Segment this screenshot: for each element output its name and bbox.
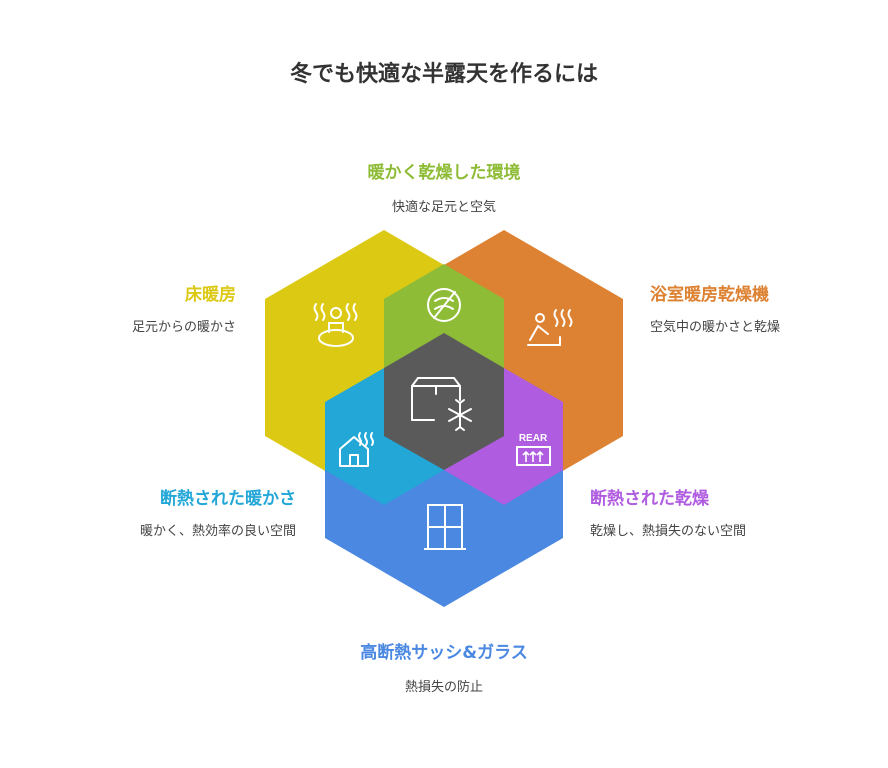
label-right: 浴室暖房乾燥機 bbox=[650, 285, 769, 305]
label-bottom: 高断熱サッシ&ガラス bbox=[360, 643, 528, 663]
label-lower-left: 断熱された暖かさ bbox=[160, 489, 296, 509]
heated-house-icon bbox=[339, 432, 374, 467]
label-lower-right: 断熱された乾燥 bbox=[590, 489, 709, 509]
label-top: 暖かく乾燥した環境 bbox=[367, 163, 521, 183]
diagram-title: 冬でも快適な半露天を作るには bbox=[289, 62, 598, 87]
box-snowflake-icon bbox=[411, 377, 472, 431]
no-moisture-icon bbox=[427, 288, 461, 322]
bath-warm-icon bbox=[527, 309, 573, 346]
hex-center bbox=[384, 333, 504, 470]
label-left: 床暖房 bbox=[185, 285, 236, 305]
heater-badge-text: REAR bbox=[519, 433, 548, 444]
heated-person-icon bbox=[313, 303, 358, 347]
desc-bottom: 熱損失の防止 bbox=[404, 680, 483, 695]
desc-lower-right: 乾燥し、熱損失のない空間 bbox=[590, 524, 747, 539]
desc-top: 快適な足元と空気 bbox=[391, 200, 496, 215]
window-icon bbox=[424, 504, 466, 550]
floor-heater-icon: REAR bbox=[516, 433, 551, 466]
desc-lower-left: 暖かく、熱効率の良い空間 bbox=[139, 524, 296, 539]
desc-right: 空気中の暖かさと乾燥 bbox=[650, 320, 781, 335]
desc-left: 足元からの暖かさ bbox=[131, 320, 236, 335]
